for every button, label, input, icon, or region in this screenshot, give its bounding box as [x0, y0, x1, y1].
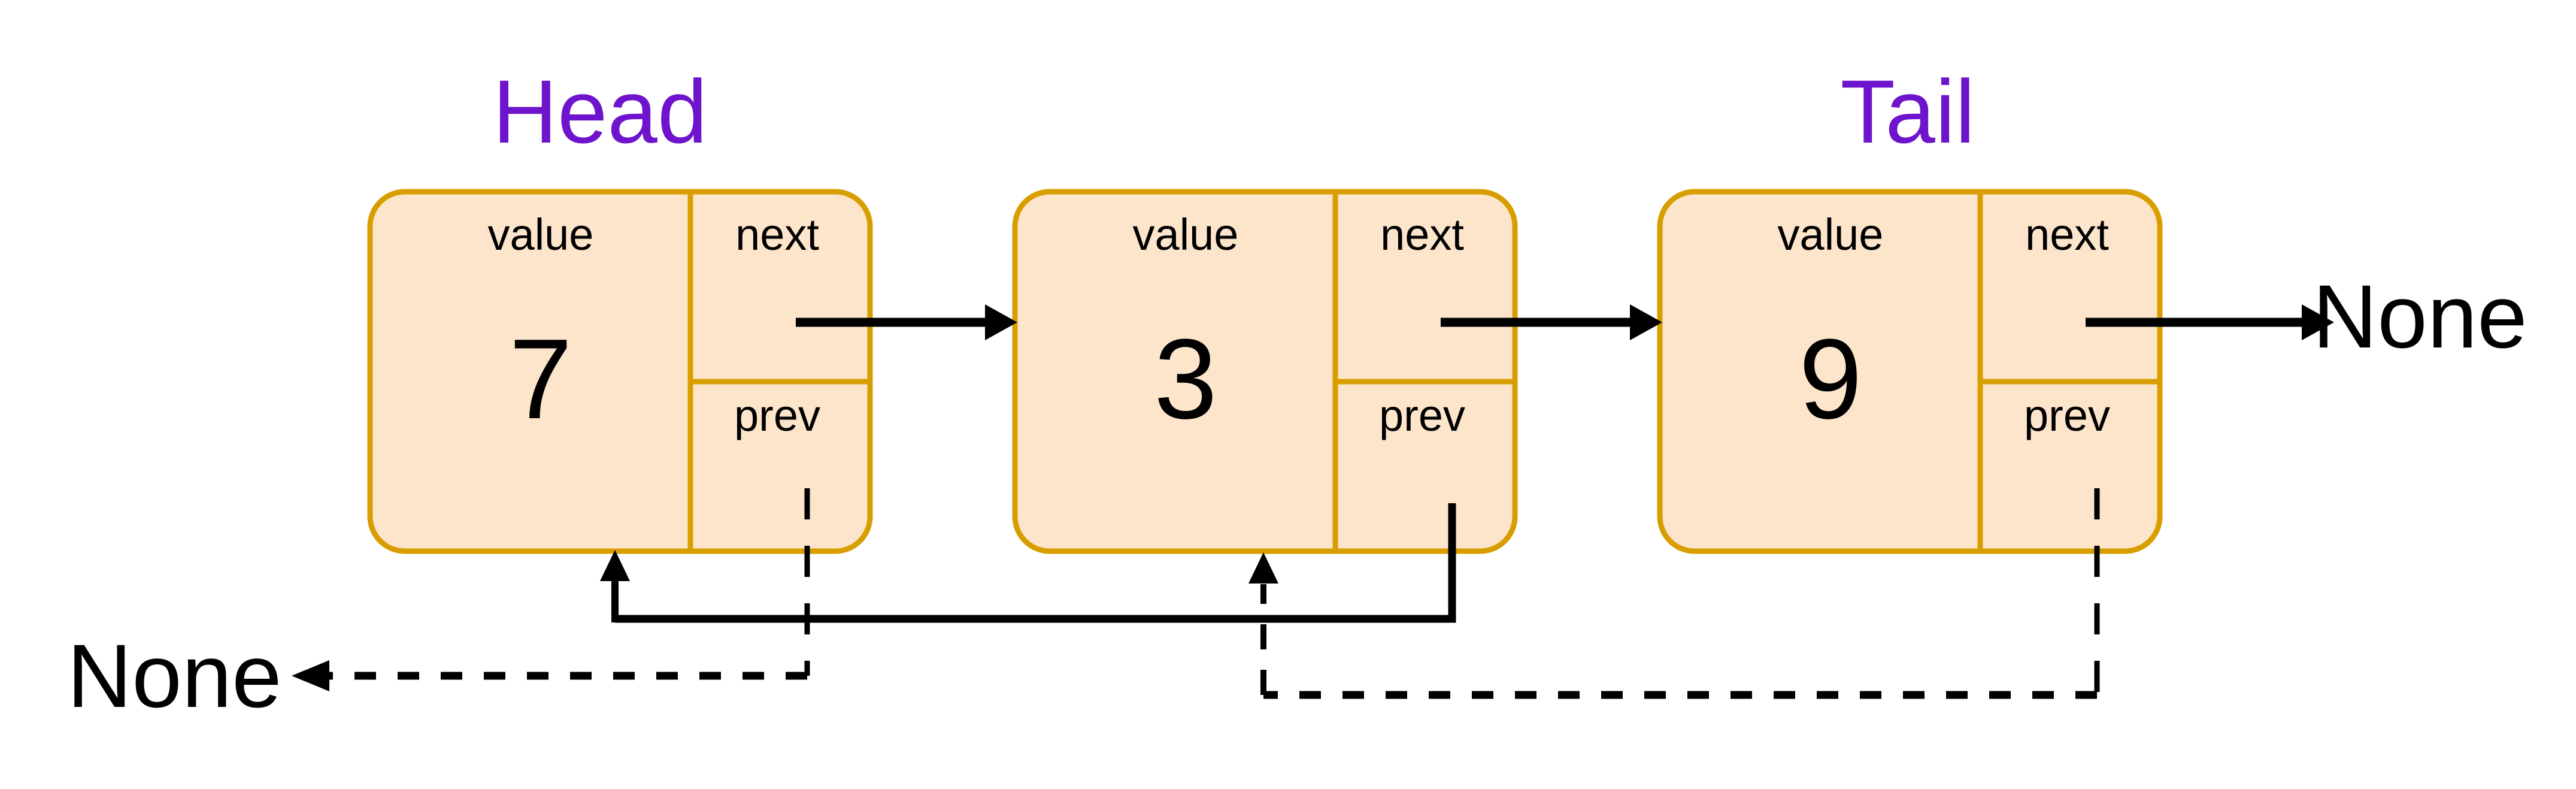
node-head-value-label: value: [488, 210, 594, 259]
node-tail-prev-label: prev: [2024, 391, 2110, 440]
node-middle: [1012, 189, 1518, 554]
node-head: [367, 189, 873, 554]
node-middle-prev-label: prev: [1379, 391, 1465, 440]
head-label: Head: [493, 61, 708, 162]
prev-pointer-3-to-2: [1248, 488, 2100, 699]
node-middle-next-label: next: [1380, 210, 1464, 259]
prev-pointer-2-to-1: [600, 503, 1456, 623]
node-head-prev-label: prev: [734, 391, 820, 440]
node-middle-value-label: value: [1133, 210, 1239, 259]
next-pointer-none: [2086, 304, 2334, 340]
node-head-value: 7: [509, 316, 572, 443]
prev-pointer-3-arrowhead-icon: [1248, 552, 1278, 584]
prev-pointer-1-to-none: [292, 488, 810, 691]
node-tail-value-label: value: [1778, 210, 1884, 259]
node-tail-box: [1657, 189, 2163, 554]
node-head-box: [367, 189, 873, 554]
next-pointer-1-arrowhead-icon: [985, 304, 1017, 340]
pointers: [292, 304, 2334, 699]
node-tail-texts: value next prev 9: [1778, 210, 2110, 443]
next-none-label: None: [2313, 266, 2527, 367]
node-head-texts: value next prev 7: [488, 210, 820, 443]
node-middle-texts: value next prev 3: [1133, 210, 1465, 443]
next-pointer-2: [1441, 304, 1662, 340]
node-texts: value next prev 7 value next prev 3 valu…: [67, 210, 2527, 726]
node-tail-value: 9: [1799, 316, 1862, 443]
prev-none-label: None: [67, 625, 282, 726]
next-pointer-none-arrowhead-icon: [2302, 304, 2334, 340]
prev-pointer-2-arrowhead-icon: [600, 550, 630, 581]
prev-pointer-none-arrowhead-icon: [292, 660, 329, 691]
node-head-next-label: next: [735, 210, 819, 259]
next-pointer-1: [796, 304, 1017, 340]
tail-label: Tail: [1840, 61, 1975, 162]
next-pointer-2-arrowhead-icon: [1630, 304, 1662, 340]
node-tail-next-label: next: [2025, 210, 2109, 259]
node-tail: [1657, 189, 2163, 554]
node-boxes: [367, 189, 2163, 554]
pointer-name-labels: Head Tail: [493, 61, 1975, 162]
node-middle-value: 3: [1154, 316, 1217, 443]
node-middle-box: [1012, 189, 1518, 554]
